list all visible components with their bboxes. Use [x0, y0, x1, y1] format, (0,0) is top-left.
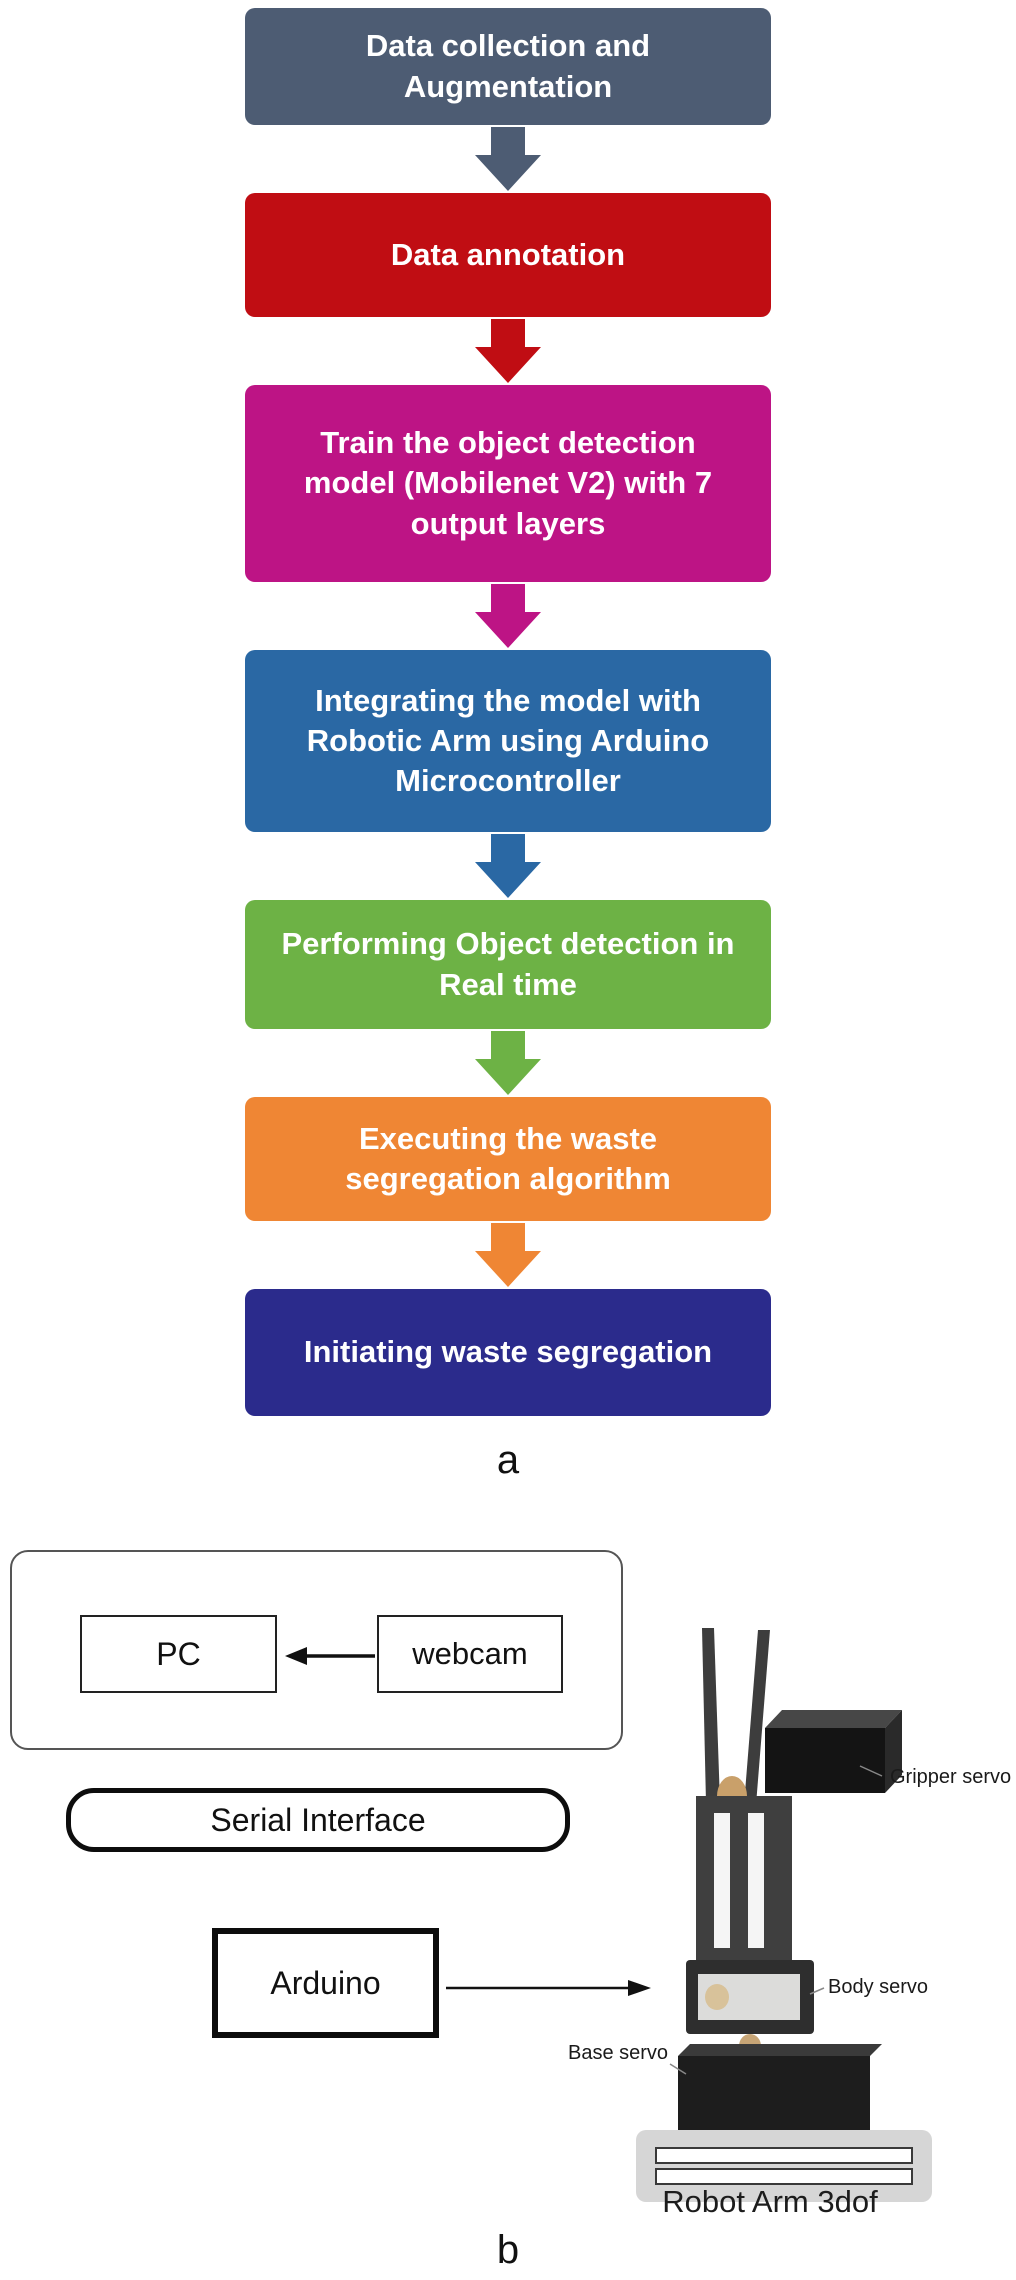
robot-arm-illustration: Gripper servo Body servo Base servo Robo…	[560, 1628, 1016, 2236]
robot-arm-drawing	[636, 1628, 932, 2202]
arrow-stem	[491, 127, 525, 155]
flow-arrow-5	[475, 1031, 541, 1095]
gripper-servo-box	[765, 1710, 902, 1793]
pc-webcam-group-box	[10, 1550, 623, 1750]
webcam-to-pc-arrow	[285, 1647, 375, 1665]
arrow-stem	[491, 1031, 525, 1059]
base-leader-line	[669, 2063, 687, 2075]
base-platform	[636, 2130, 932, 2202]
pc-box: PC	[80, 1615, 277, 1693]
base-servo-box	[678, 2044, 882, 2134]
arrow-head	[475, 1059, 541, 1095]
flow-arrow-2	[475, 319, 541, 383]
webcam-box: webcam	[377, 1615, 563, 1693]
flow-step-initiate-segregation: Initiating waste segregation	[245, 1289, 771, 1416]
flow-step-train-model: Train the object detection model (Mobile…	[245, 385, 771, 582]
body-servo-label: Body servo	[828, 1976, 929, 1998]
arrow-stem	[491, 834, 525, 862]
flowchart: Data collection and Augmentation Data an…	[245, 8, 771, 1483]
arduino-to-robot-arrow	[446, 1980, 651, 1996]
figure-caption-a: a	[496, 1438, 520, 1482]
gripper-servo-label: Gripper servo	[890, 1766, 1012, 1788]
arduino-box: Arduino	[212, 1928, 439, 2038]
flow-step-data-annotation: Data annotation	[245, 193, 771, 317]
arrow-head	[475, 862, 541, 898]
arrow-stem	[491, 584, 525, 612]
flow-step-object-detection: Performing Object detection in Real time	[245, 900, 771, 1029]
arrow-stem	[491, 1223, 525, 1251]
arrow-head	[475, 1251, 541, 1287]
arm-column	[696, 1796, 792, 1966]
flow-arrow-4	[475, 834, 541, 898]
body-servo-box	[686, 1960, 814, 2034]
arrow-head	[475, 612, 541, 648]
gripper-leader-line	[859, 1765, 883, 1777]
arrow-head	[475, 155, 541, 191]
flow-step-data-collection: Data collection and Augmentation	[245, 8, 771, 125]
flow-arrow-3	[475, 584, 541, 648]
serial-interface-box: Serial Interface	[66, 1788, 570, 1852]
flow-arrow-1	[475, 127, 541, 191]
base-servo-label: Base servo	[568, 2042, 669, 2064]
figure-caption-b: b	[496, 2228, 520, 2272]
arrow-stem	[491, 319, 525, 347]
arrow-head	[475, 347, 541, 383]
gripper-prongs	[702, 1628, 770, 1805]
body-leader-line	[809, 1987, 825, 1995]
flow-arrow-6	[475, 1223, 541, 1287]
robot-arm-caption: Robot Arm 3dof	[662, 2184, 878, 2219]
flow-step-waste-algorithm: Executing the waste segregation algorith…	[245, 1097, 771, 1221]
block-diagram: PC webcam Serial Interface Arduino	[0, 1540, 1016, 2280]
flow-step-integrate-model: Integrating the model with Robotic Arm u…	[245, 650, 771, 832]
